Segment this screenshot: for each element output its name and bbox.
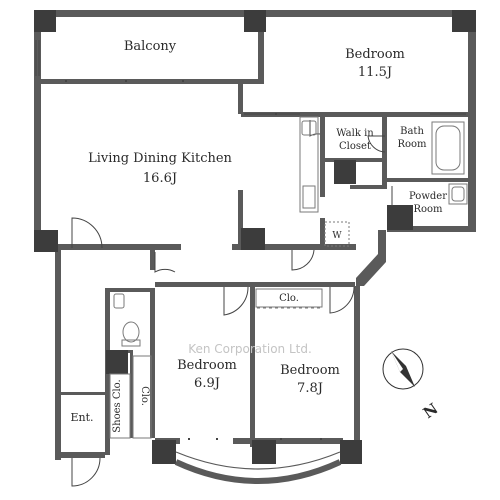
label-closet-small: Clo.: [139, 386, 150, 406]
label-walk-in-closet-1: Walk in: [336, 128, 374, 139]
label-bedroom-main-size: 11.5J: [358, 65, 392, 80]
label-powder-2: Room: [413, 204, 443, 215]
pillars: [34, 10, 476, 464]
label-balcony: Balcony: [124, 39, 177, 54]
label-washer: W: [332, 231, 342, 241]
compass: N: [382, 348, 442, 422]
label-entrance: Ent.: [70, 411, 93, 424]
door-entrance: [71, 457, 101, 487]
door-hall: [291, 249, 315, 271]
label-bedroom-right-size: 7.8J: [297, 381, 323, 396]
door-living: [71, 217, 103, 249]
label-bedroom-right: Bedroom: [280, 363, 340, 378]
windows: [35, 40, 466, 115]
label-bath-1: Bath: [400, 126, 424, 137]
label-bath-2: Room: [397, 139, 427, 150]
door-bedroom-left: [223, 286, 249, 316]
watermark: Ken Corporation Ltd.: [188, 342, 312, 356]
label-bedroom-main: Bedroom: [345, 47, 405, 62]
door-bedroom-right: [329, 286, 355, 314]
room-labels: Balcony Bedroom 11.5J Living Dining Kitc…: [70, 39, 447, 433]
label-walk-in-closet-2: Closet: [339, 141, 371, 152]
label-shoes-closet: Shoes Clo.: [112, 379, 123, 432]
door-corridor: [154, 252, 176, 273]
fixtures: [109, 116, 468, 439]
label-closet-top: Clo.: [279, 293, 299, 304]
label-bedroom-left-size: 6.9J: [194, 376, 220, 391]
label-ldk: Living Dining Kitchen: [88, 151, 232, 166]
bay-window: [174, 451, 342, 484]
door-bath: [367, 135, 386, 153]
compass-ring: [382, 348, 424, 390]
compass-north-label: N: [420, 399, 442, 422]
window-dots: [65, 80, 322, 440]
label-powder-1: Powder: [409, 191, 447, 202]
doors: [71, 120, 393, 487]
label-ldk-size: 16.6J: [143, 171, 177, 186]
label-bedroom-left: Bedroom: [177, 358, 237, 373]
